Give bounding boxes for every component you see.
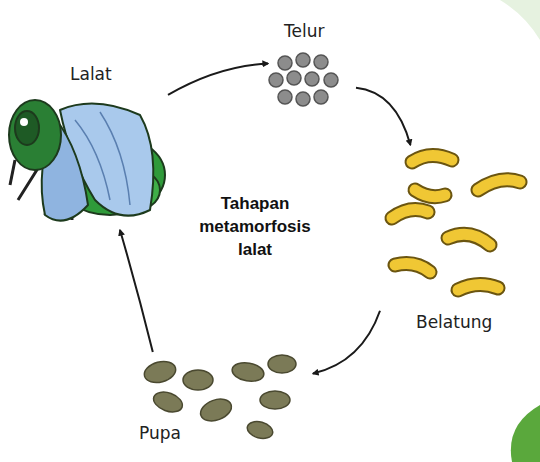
diagram-title: Tahapan metamorfosis lalat	[190, 193, 320, 262]
cycle-arrow	[168, 64, 268, 95]
stage-node: Pupa	[135, 352, 313, 450]
larva-group	[392, 155, 520, 290]
fly-illustration	[9, 100, 165, 221]
stage-label: Telur	[284, 22, 324, 41]
stage-node: Telur	[268, 18, 356, 115]
stage-node: Lalat	[8, 45, 168, 230]
stage-label: Belatung	[416, 313, 492, 332]
cycle-arrow	[313, 311, 380, 374]
corner-shade	[500, 0, 540, 40]
stage-label: Lalat	[70, 65, 112, 84]
leaf-decoration	[511, 405, 540, 462]
cycle-arrow	[356, 88, 410, 145]
cycle-arrow	[120, 230, 153, 352]
stage-node: Belatung	[380, 145, 532, 340]
stage-label: Pupa	[139, 424, 181, 443]
egg-cluster	[269, 53, 338, 106]
